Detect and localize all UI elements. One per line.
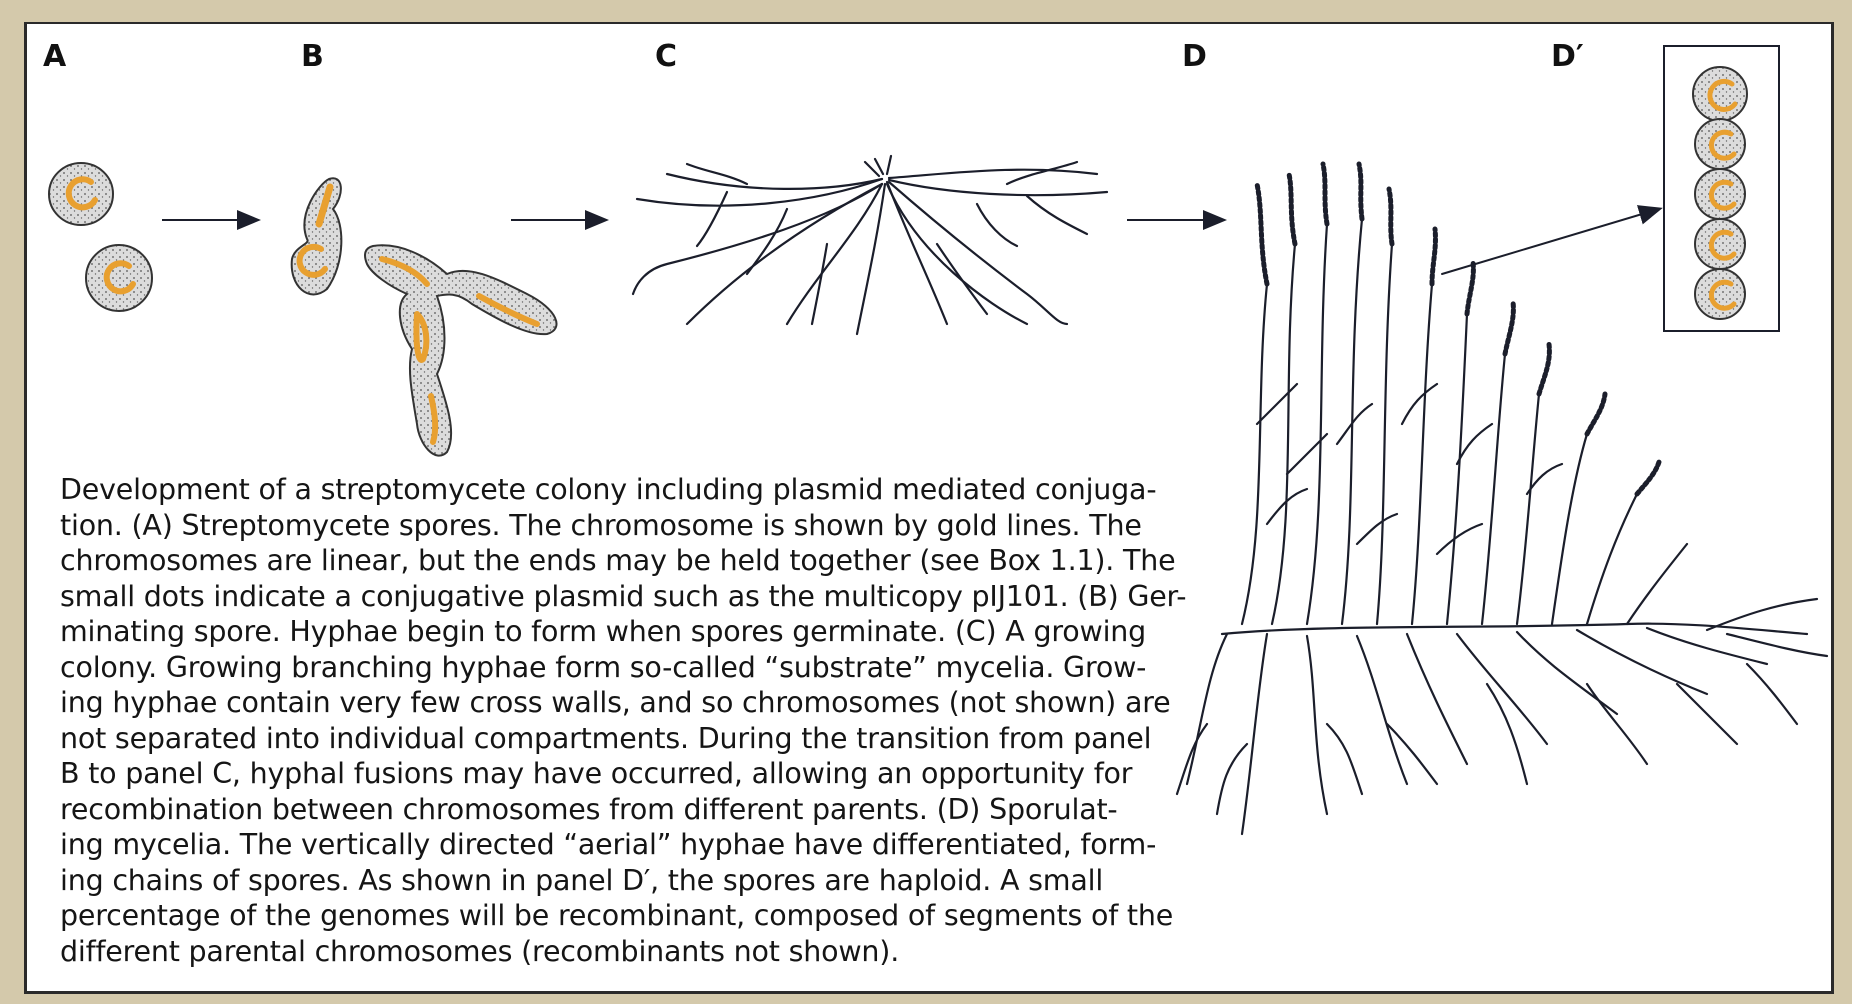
panel-c-growing-colony (633, 156, 1107, 334)
panel-a-spores (49, 163, 152, 311)
figure-area: A B C D D′ (27, 24, 1833, 992)
panel-d-prime-spore-chain (1664, 46, 1779, 331)
figure-panel: A B C D D′ (24, 22, 1834, 994)
figure-caption: Development of a streptomycete colony in… (60, 472, 1220, 969)
